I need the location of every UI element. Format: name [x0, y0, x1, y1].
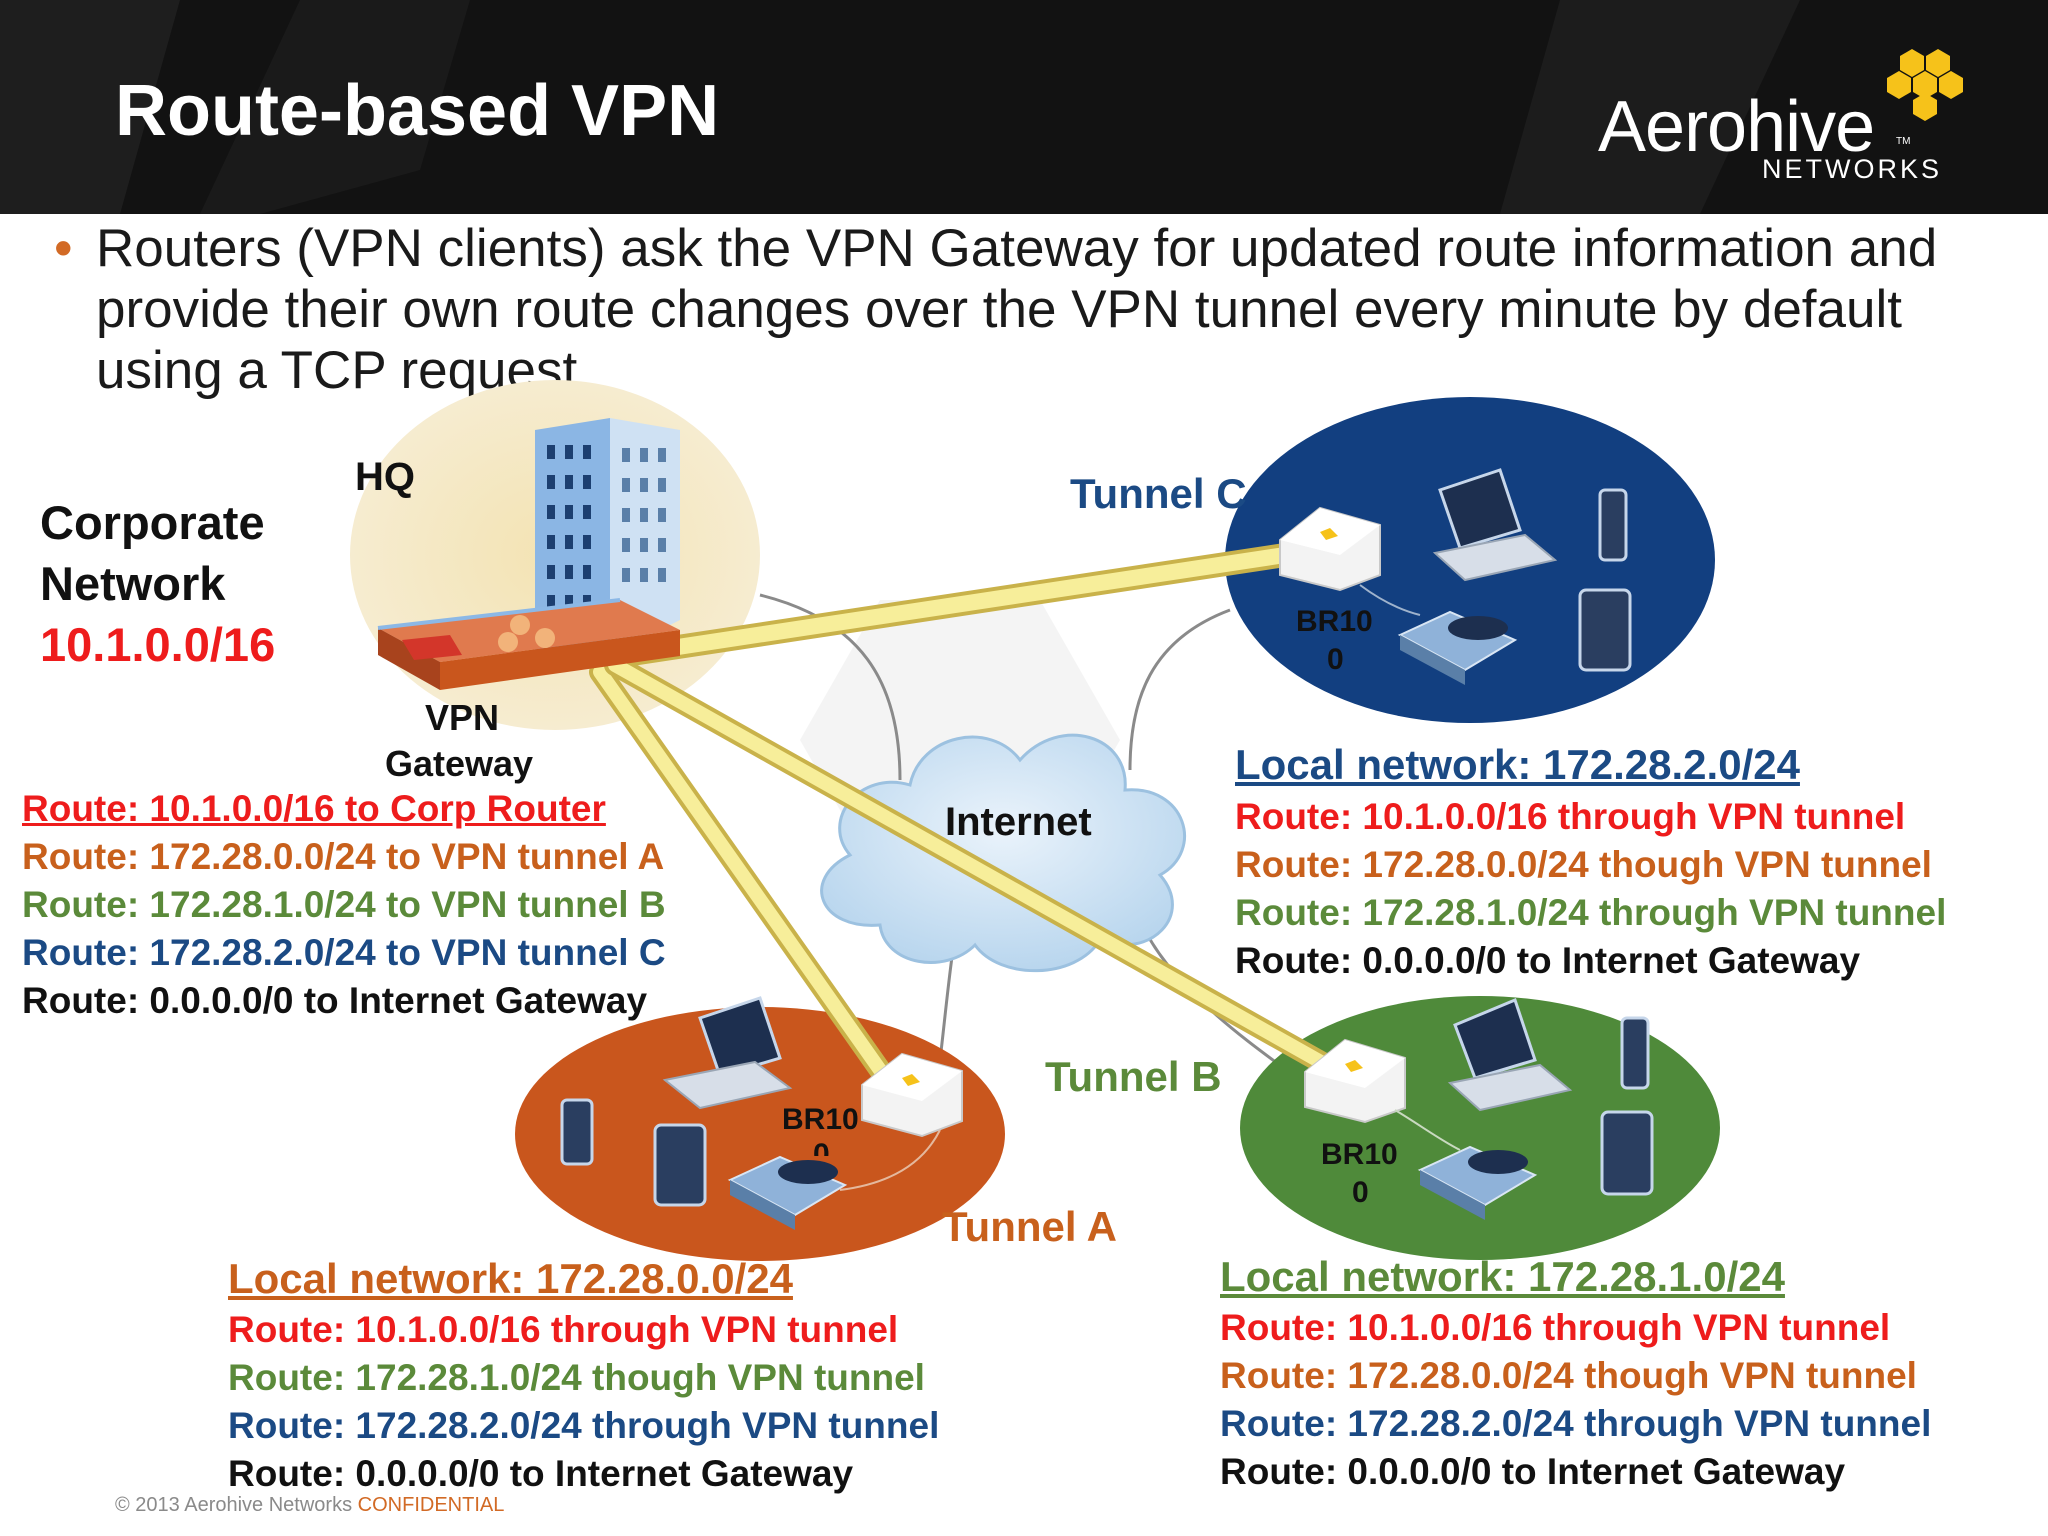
- branch-c-devices: [1279, 468, 1632, 685]
- br100-b-label-line2: 0: [1352, 1176, 1369, 1209]
- bullet-marker: •: [54, 219, 73, 278]
- desk-phone-a-icon: [727, 1155, 848, 1230]
- tunnel-c-beam: [613, 543, 1297, 667]
- slide-footer: © 2013 Aerohive Networks CONFIDENTIAL: [115, 1494, 504, 1517]
- branch-c-route-1: Route: 10.1.0.0/16 through VPN tunnel: [1235, 796, 1906, 837]
- slide-title: Route-based VPN: [115, 71, 720, 151]
- hq-route-internet: Route: 0.0.0.0/0 to Internet Gateway: [22, 980, 648, 1021]
- br100-c-label-line2: 0: [1327, 643, 1344, 676]
- branch-c-local-network: Local network: 172.28.2.0/24: [1235, 741, 1800, 788]
- branch-b-route-3: Route: 172.28.2.0/24 through VPN tunnel: [1220, 1403, 1932, 1444]
- branch-c-route-4: Route: 0.0.0.0/0 to Internet Gateway: [1235, 940, 1861, 981]
- branch-a-route-4: Route: 0.0.0.0/0 to Internet Gateway: [228, 1453, 854, 1494]
- mobile-phone-b-icon: [1620, 1016, 1650, 1090]
- laptop-c-icon: [1432, 468, 1558, 582]
- aerohive-logo: Aerohive TM NETWORKS: [1590, 38, 2010, 188]
- branch-b-route-4: Route: 0.0.0.0/0 to Internet Gateway: [1220, 1451, 1846, 1492]
- tablet-b-icon: [1600, 1110, 1654, 1196]
- branch-b-route-1: Route: 10.1.0.0/16 through VPN tunnel: [1220, 1307, 1891, 1348]
- honeycomb-logo-icon: [1887, 49, 1963, 121]
- tunnel-c-label: Tunnel C: [1070, 470, 1247, 517]
- br100-b-router-icon: [1304, 1038, 1406, 1124]
- logo-subtitle: NETWORKS: [1762, 154, 1943, 184]
- laptop-a-icon: [662, 996, 793, 1110]
- vpn-gateway-label-line1: VPN: [425, 697, 500, 738]
- corporate-network-address: 10.1.0.0/16: [40, 618, 276, 671]
- tablet-c-icon: [1578, 588, 1632, 672]
- br100-c-router-icon: [1279, 506, 1381, 592]
- desk-phone-b-icon: [1417, 1145, 1538, 1220]
- branch-a-route-1: Route: 10.1.0.0/16 through VPN tunnel: [228, 1309, 899, 1350]
- hq-route-tunnel-b: Route: 172.28.1.0/24 to VPN tunnel B: [22, 884, 666, 925]
- office-building-icon: [535, 418, 680, 655]
- branch-a-route-2: Route: 172.28.1.0/24 though VPN tunnel: [228, 1357, 925, 1398]
- desk-phone-c-icon: [1397, 610, 1518, 685]
- logo-trademark: TM: [1896, 136, 1911, 147]
- branch-b-route-2: Route: 172.28.0.0/24 though VPN tunnel: [1220, 1355, 1917, 1396]
- vpn-gateway-label-line2: Gateway: [385, 743, 534, 784]
- tunnel-a-label: Tunnel A: [942, 1203, 1117, 1250]
- branch-c-route-3: Route: 172.28.1.0/24 through VPN tunnel: [1235, 892, 1947, 933]
- branch-a-devices: [560, 996, 963, 1230]
- header-hex-pattern: [0, 0, 1800, 214]
- corporate-network-title-line1: Corporate: [40, 496, 265, 549]
- br100-a-router-icon: [861, 1052, 963, 1138]
- hq-route-corp-router: Route: 10.1.0.0/16 to Corp Router: [22, 788, 606, 829]
- corporate-network-title-line2: Network: [40, 557, 226, 610]
- slide-header: Route-based VPN Aerohive TM NETWORKS: [0, 0, 2048, 214]
- footer-confidential: CONFIDENTIAL: [357, 1494, 505, 1516]
- branch-b-devices: [1304, 997, 1654, 1220]
- tablet-a-icon: [653, 1123, 707, 1207]
- vpn-gateway-appliance-icon: [377, 598, 680, 690]
- tunnel-b-label: Tunnel B: [1045, 1053, 1222, 1100]
- branch-c-route-2: Route: 172.28.0.0/24 though VPN tunnel: [1235, 844, 1932, 885]
- hq-route-tunnel-a: Route: 172.28.0.0/24 to VPN tunnel A: [22, 836, 665, 877]
- bullet-text: Routers (VPN clients) ask the VPN Gatewa…: [96, 219, 1938, 400]
- laptop-b-icon: [1447, 997, 1573, 1112]
- tunnel-b-beam: [604, 654, 1346, 1081]
- br100-c-label-line1: BR10: [1296, 605, 1373, 638]
- br100-a-label-line2: 0: [813, 1138, 830, 1156]
- mobile-phone-a-icon: [560, 1098, 594, 1166]
- branch-a-local-network: Local network: 172.28.0.0/24: [228, 1255, 793, 1302]
- hq-label: HQ: [355, 455, 415, 499]
- footer-copyright: © 2013 Aerohive Networks: [115, 1494, 353, 1516]
- hq-route-tunnel-c: Route: 172.28.2.0/24 to VPN tunnel C: [22, 932, 666, 973]
- tunnel-a-beam: [589, 661, 891, 1081]
- branch-a-route-3: Route: 172.28.2.0/24 through VPN tunnel: [228, 1405, 940, 1446]
- branch-b-local-network: Local network: 172.28.1.0/24: [1220, 1253, 1785, 1300]
- mobile-phone-c-icon: [1598, 488, 1628, 562]
- br100-b-label-line1: BR10: [1321, 1138, 1398, 1171]
- vpn-tunnels: [589, 543, 1346, 1081]
- br100-a-label-line1: BR10: [782, 1103, 859, 1136]
- internet-label: Internet: [945, 800, 1092, 844]
- logo-wordmark: Aerohive: [1598, 87, 1875, 167]
- internet-cloud-icon: [820, 733, 1186, 973]
